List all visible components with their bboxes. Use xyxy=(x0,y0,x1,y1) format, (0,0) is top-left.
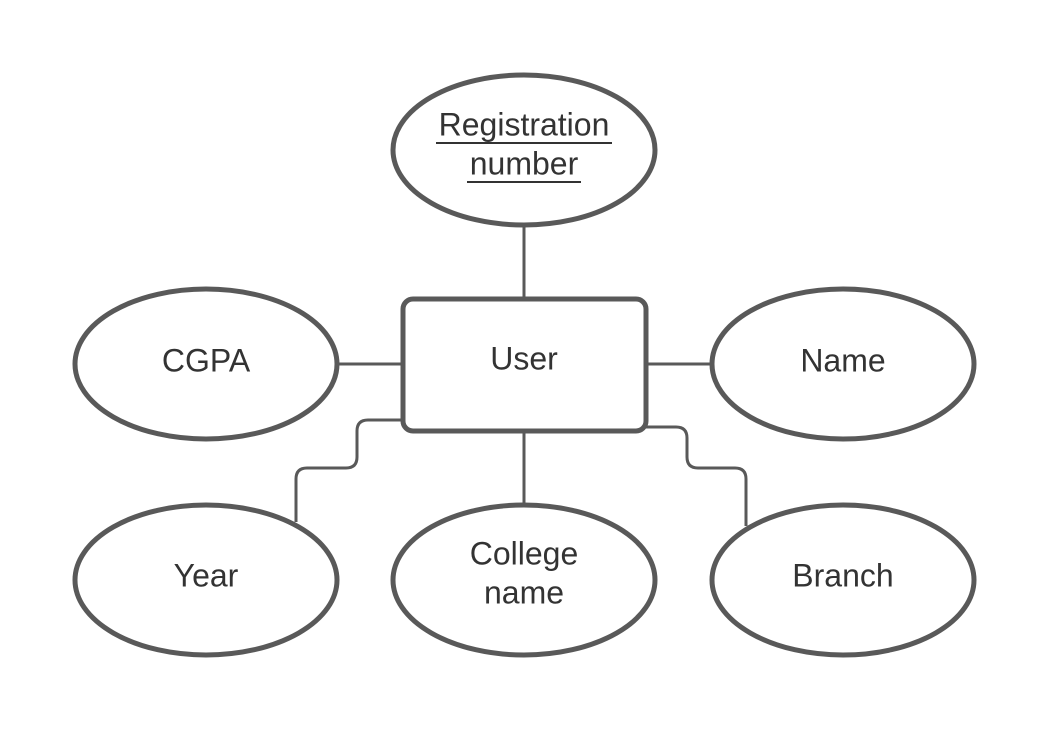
attribute-label-line2: number xyxy=(470,145,579,181)
attribute-registration-number: Registration number xyxy=(390,72,658,228)
attribute-branch: Branch xyxy=(709,502,977,658)
entity-label: User xyxy=(490,340,558,376)
attribute-label-line1: Registration xyxy=(439,106,610,142)
attribute-year: Year xyxy=(72,502,340,658)
attribute-label: Branch xyxy=(792,557,893,593)
attribute-ellipse xyxy=(390,72,658,228)
attribute-name: Name xyxy=(709,286,977,442)
attribute-ellipse xyxy=(390,502,658,658)
entity-box xyxy=(400,296,649,434)
attribute-label-line1: College xyxy=(470,535,579,571)
attribute-ellipse xyxy=(72,286,340,442)
attribute-ellipse xyxy=(709,286,977,442)
connectors xyxy=(294,225,748,526)
connector-branch xyxy=(646,425,748,526)
entity-user: User xyxy=(400,296,649,434)
attribute-label: Name xyxy=(800,342,885,378)
attribute-label: Year xyxy=(174,557,239,593)
attribute-label-line2: name xyxy=(484,574,564,610)
attribute-cgpa: CGPA xyxy=(72,286,340,442)
connector-year xyxy=(294,418,403,522)
attribute-ellipse xyxy=(72,502,340,658)
attribute-label: CGPA xyxy=(162,342,251,378)
attribute-college-name: College name xyxy=(390,502,658,658)
attribute-ellipse xyxy=(709,502,977,658)
